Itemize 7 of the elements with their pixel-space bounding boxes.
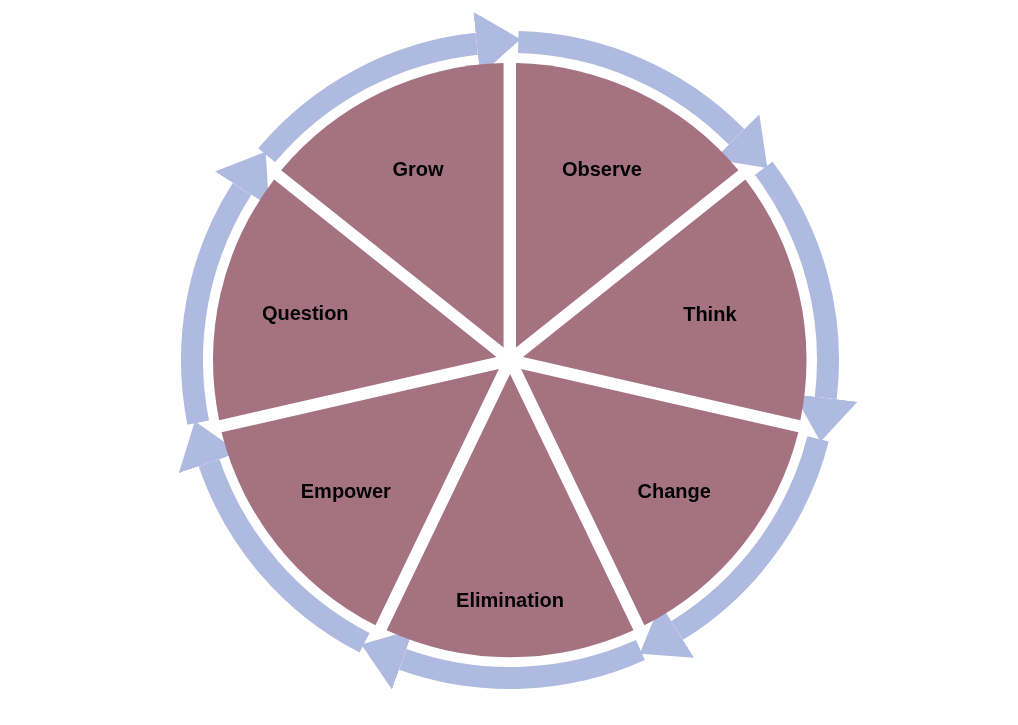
segment-label: Observe [561,157,642,182]
segment-label: Question [261,301,349,327]
segment-label: Grow [392,157,444,182]
segment-label: Elimination [456,588,564,613]
segment-label: Think [683,302,737,328]
segment-label: Change [637,478,711,504]
segment-label: Empower [300,478,391,504]
